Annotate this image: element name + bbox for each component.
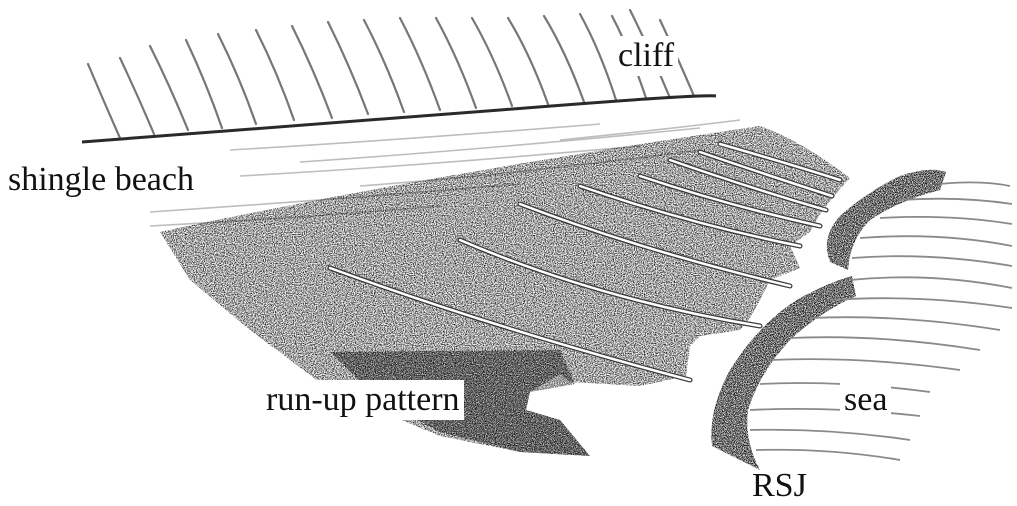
rsj-label: RSJ xyxy=(748,466,811,506)
sea-label: sea xyxy=(840,380,891,420)
cliff-label: cliff xyxy=(614,36,678,76)
shingle-beach-label: shingle beach xyxy=(4,160,198,200)
run-up-pattern-label: run-up pattern xyxy=(262,380,464,420)
wave-crest-upper xyxy=(827,170,946,270)
